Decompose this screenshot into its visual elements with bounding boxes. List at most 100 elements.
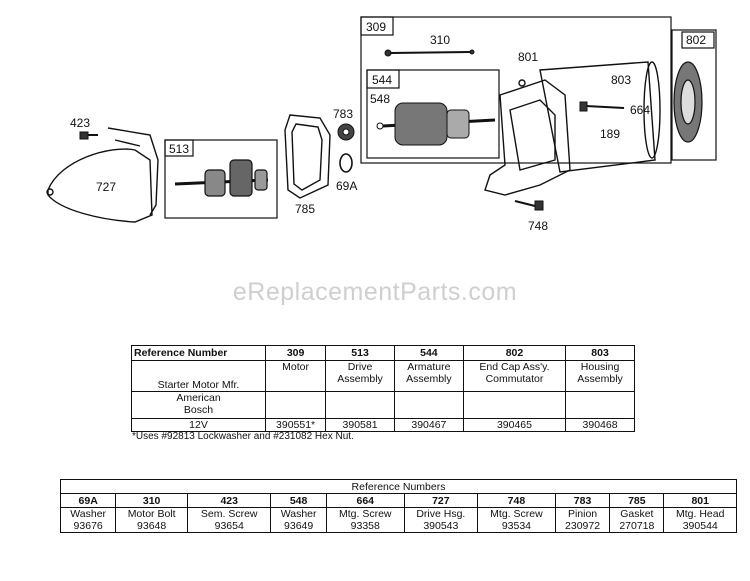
column-header: 513 bbox=[325, 345, 395, 361]
ref-cell: 783 bbox=[554, 493, 611, 508]
pinion-part bbox=[337, 123, 355, 141]
watermark: eReplacementParts.com bbox=[232, 278, 518, 306]
empty-cell bbox=[565, 391, 635, 419]
mfr-name-line: American bbox=[176, 392, 221, 404]
callout-727: 727 bbox=[96, 180, 116, 194]
part-number-cell: 390467 bbox=[393, 418, 464, 432]
callout-309: 309 bbox=[366, 20, 386, 34]
description-line: End Cap Ass'y. bbox=[479, 361, 550, 373]
column-header: 802 bbox=[462, 345, 567, 361]
housing-part bbox=[539, 61, 661, 173]
drive-assembly-box bbox=[164, 139, 278, 219]
starter-motor-table: Reference Number 309 513 544 802 803 Sta… bbox=[130, 345, 635, 432]
motor-box bbox=[360, 16, 672, 164]
description-line: Assembly bbox=[337, 373, 383, 385]
callout-423: 423 bbox=[70, 116, 90, 130]
callout-664: 664 bbox=[630, 103, 650, 117]
part-number-cell: 390581 bbox=[325, 418, 395, 432]
armature-part bbox=[376, 102, 496, 146]
description-line: Drive bbox=[347, 361, 373, 373]
column-header: 544 bbox=[393, 345, 464, 361]
empty-cell bbox=[265, 391, 327, 419]
ref-cell: 727 bbox=[403, 493, 478, 508]
callout-310: 310 bbox=[430, 33, 450, 47]
ref-cell: 423 bbox=[186, 493, 272, 508]
voltage-cell: 12V bbox=[130, 418, 267, 432]
description-cell: End Cap Ass'y.Commutator bbox=[462, 360, 567, 392]
end-cap-box bbox=[671, 29, 717, 161]
desc-text: Mtg. Screw bbox=[338, 508, 392, 520]
description-cell: Motor bbox=[265, 360, 327, 392]
callout-803: 803 bbox=[611, 73, 631, 87]
callout-189: 189 bbox=[600, 127, 620, 141]
callout-783: 783 bbox=[333, 107, 353, 121]
description-line: Assembly bbox=[577, 373, 623, 385]
part-text: 93534 bbox=[501, 520, 532, 532]
part-text: 270718 bbox=[619, 520, 655, 532]
part-text: 230972 bbox=[565, 520, 601, 532]
empty-cell bbox=[462, 391, 567, 419]
description-line: Armature bbox=[407, 361, 451, 373]
part-text: 93648 bbox=[137, 520, 167, 532]
washer-69a-part bbox=[339, 153, 353, 173]
callout-785: 785 bbox=[295, 202, 315, 216]
exploded-parts-diagram: 309 310 544 548 801 802 803 664 189 748 … bbox=[46, 16, 717, 233]
footnote: *Uses #92813 Lockwasher and #231082 Hex … bbox=[132, 431, 354, 442]
desc-text: Pinion bbox=[567, 508, 598, 520]
callout-548: 548 bbox=[370, 92, 390, 106]
desc-text: Washer bbox=[70, 508, 107, 520]
part-text: 93654 bbox=[214, 520, 244, 532]
empty-cell bbox=[325, 391, 395, 419]
gasket-part bbox=[284, 114, 331, 199]
motor-bolt-part bbox=[384, 49, 475, 57]
description-line: Assembly bbox=[406, 373, 452, 385]
mfr-label: Starter Motor Mfr. bbox=[130, 360, 267, 392]
screw-423-part bbox=[79, 131, 98, 140]
ref-cell: 548 bbox=[270, 493, 327, 508]
ref-cell: 310 bbox=[115, 493, 188, 508]
desc-text: Mtg. Screw bbox=[490, 508, 543, 520]
callout-801: 801 bbox=[518, 50, 538, 64]
mfr-name-line: Bosch bbox=[183, 404, 214, 416]
part-number-cell: 390551* bbox=[265, 418, 327, 432]
table-row: 69A 310 423 548 664 727 748 783 785 801 bbox=[59, 493, 737, 508]
ref-cell: 664 bbox=[325, 493, 405, 508]
description-line: Housing bbox=[580, 361, 620, 373]
table-row: 12V 390551* 390581 390467 390465 390468 bbox=[130, 418, 635, 432]
desc-text: Washer bbox=[280, 508, 317, 520]
reference-numbers-table: Reference Numbers 69A 310 423 548 664 72… bbox=[59, 479, 737, 533]
part-text: 93358 bbox=[350, 520, 380, 532]
part-number-cell: 390465 bbox=[462, 418, 567, 432]
reference-number-header: Reference Number bbox=[130, 345, 267, 361]
description-line: Commutator bbox=[485, 373, 544, 385]
ref-cell: 748 bbox=[476, 493, 556, 508]
ref-cell: 785 bbox=[609, 493, 665, 508]
callout-513: 513 bbox=[169, 142, 189, 156]
column-header: 309 bbox=[265, 345, 327, 361]
part-text: 93676 bbox=[73, 520, 103, 532]
desc-cell: Drive Hsg.390543 bbox=[403, 507, 478, 533]
callout-748: 748 bbox=[528, 219, 548, 233]
part-text: 390543 bbox=[423, 520, 459, 532]
mounting-head-part bbox=[484, 79, 571, 196]
callout-69a: 69A bbox=[336, 179, 357, 193]
callout-544: 544 bbox=[372, 73, 392, 87]
ref-cell: 801 bbox=[663, 493, 737, 508]
part-number-cell: 390468 bbox=[565, 418, 635, 432]
desc-text: Motor Bolt bbox=[127, 508, 176, 520]
table-row: Reference Number 309 513 544 802 803 bbox=[130, 345, 635, 361]
part-text: 93649 bbox=[284, 520, 314, 532]
empty-cell bbox=[393, 391, 464, 419]
